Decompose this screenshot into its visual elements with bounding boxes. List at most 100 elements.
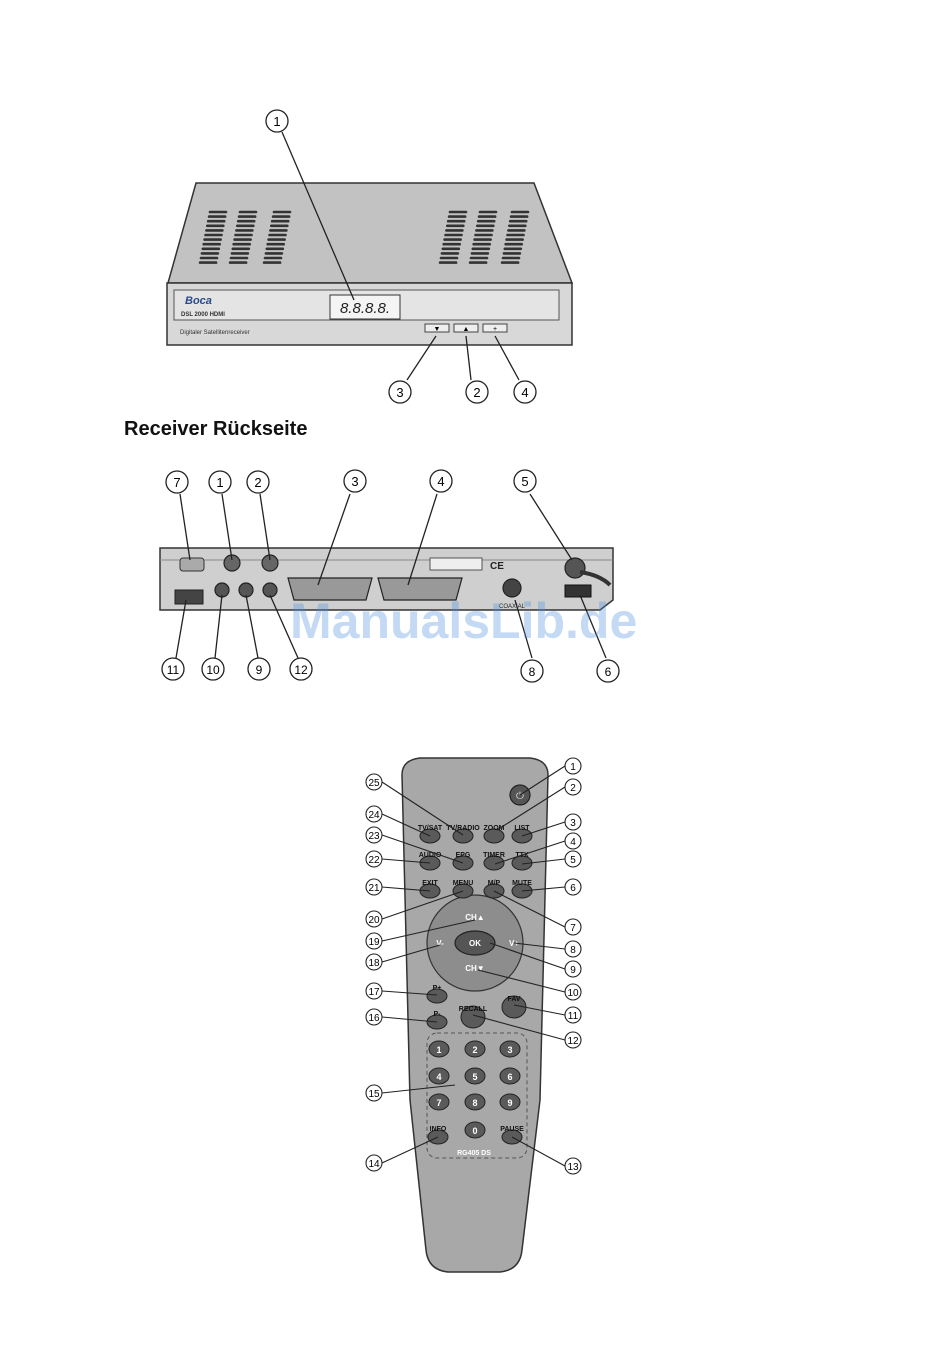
- callout-remote-right-10: 10: [567, 988, 579, 999]
- scart-tv: [287, 577, 373, 601]
- callout-remote-left-5: 21: [368, 883, 380, 894]
- power-icon: ⏻: [516, 791, 524, 802]
- digit-button-3[interactable]: [499, 1040, 521, 1058]
- coaxial-label: COAXIAL: [499, 604, 526, 610]
- receiver-top-surface: [167, 182, 574, 284]
- ok-button[interactable]: [454, 930, 496, 956]
- callout-remote-left-8: 18: [368, 958, 380, 969]
- digit-label-1: 1: [436, 1045, 441, 1055]
- callout-rear-bottom-6: 6: [605, 665, 612, 679]
- lnb-in-connector: [223, 554, 241, 572]
- front-display-digits: 8.8.8.8.: [340, 300, 390, 317]
- callout-front-4: 4: [521, 385, 528, 400]
- v-minus-label: V-: [436, 939, 444, 948]
- rca-video: [214, 582, 230, 598]
- remote-button-timer[interactable]: [483, 855, 505, 871]
- ventilation-slots: [198, 210, 530, 264]
- remote-label-p-plus: P+: [433, 985, 442, 992]
- ch-down-label: CH▼: [465, 964, 484, 973]
- callout-rear-bottom-5: 8: [529, 665, 536, 679]
- callout-remote-right-1: 1: [570, 762, 576, 773]
- callout-rear-bottom-1: 11: [167, 663, 180, 677]
- digit-label-7: 7: [436, 1098, 441, 1108]
- usb-port: [174, 589, 204, 605]
- digit-label-0: 0: [472, 1126, 477, 1136]
- remote-button-tvradio[interactable]: [452, 828, 474, 844]
- front-display: [329, 294, 401, 320]
- rear-leader-lines: [175, 493, 607, 659]
- callout-remote-right-4: 4: [570, 837, 576, 848]
- callout-remote-right-5: 5: [570, 855, 576, 866]
- callout-rear-top-6: 5: [521, 474, 528, 489]
- remote-button-recall[interactable]: [460, 1005, 486, 1029]
- remote-label-p-minus: P-: [434, 1011, 442, 1018]
- remote-label-fav: FAV: [507, 996, 520, 1003]
- digit-button-4[interactable]: [428, 1067, 450, 1085]
- caution-label: [429, 557, 483, 571]
- remote-button-p-plus[interactable]: [426, 988, 448, 1004]
- front-buttons: ▼ ▲ +: [424, 323, 508, 333]
- remote-label-menu: MENU: [453, 880, 474, 887]
- channel-down-symbol: ▼: [434, 326, 441, 333]
- digit-label-8: 8: [472, 1098, 477, 1108]
- rs232-port: [179, 557, 205, 572]
- digit-button-6[interactable]: [499, 1067, 521, 1085]
- callout-remote-left-4: 22: [368, 855, 380, 866]
- callout-rear-bottom-3: 9: [256, 663, 263, 677]
- remote-label-timer: TIMER: [483, 852, 505, 859]
- subtitle-label: Digitaler Satellitenreceiver: [180, 330, 250, 336]
- callout-remote-right-13: 13: [567, 1162, 579, 1173]
- rca-audio-right: [262, 582, 278, 598]
- callout-remote-right-8: 8: [570, 945, 576, 956]
- remote-label-mute: MUTE: [512, 880, 532, 887]
- digit-button-0[interactable]: [464, 1121, 486, 1139]
- numeric-pad-frame: [426, 1032, 528, 1159]
- callout-rear-bottom-2: 10: [206, 663, 220, 677]
- digit-label-3: 3: [507, 1045, 512, 1055]
- ok-label: OK: [469, 939, 481, 948]
- remote-label-list: LIST: [514, 825, 530, 832]
- remote-label-mp: M/P: [488, 880, 501, 887]
- rca-audio-left: [238, 582, 254, 598]
- remote-label-pause: PAUSE: [500, 1126, 524, 1133]
- ce-mark: CE: [490, 561, 504, 572]
- callout-rear-bottom-4: 12: [294, 663, 308, 677]
- callout-rear-top-5: 4: [437, 474, 444, 489]
- remote-label-zoom: ZOOM: [484, 825, 505, 832]
- power-cable-socket: [564, 557, 586, 579]
- digit-button-5[interactable]: [464, 1067, 486, 1085]
- model-label: DSL 2000 HDMI: [181, 312, 225, 318]
- callout-remote-left-3: 23: [368, 831, 380, 842]
- coaxial-connector: [502, 578, 522, 598]
- remote-button-zoom[interactable]: [483, 828, 505, 844]
- remote-label-exit: EXIT: [422, 880, 438, 887]
- digit-label-6: 6: [507, 1072, 512, 1082]
- digit-button-2[interactable]: [464, 1040, 486, 1058]
- power-switch: [564, 584, 592, 598]
- remote-callouts: 1234567891011121325242322212019181716151…: [365, 757, 582, 1175]
- digit-label-2: 2: [472, 1045, 477, 1055]
- callout-rear-top-1: 7: [173, 475, 180, 490]
- digit-button-9[interactable]: [499, 1093, 521, 1111]
- callout-remote-left-7: 19: [368, 937, 380, 948]
- digit-button-7[interactable]: [428, 1093, 450, 1111]
- callout-remote-left-10: 16: [368, 1013, 380, 1024]
- remote-model-label: RG405 DS: [457, 1150, 491, 1157]
- digit-button-1[interactable]: [428, 1040, 450, 1058]
- scart-vcr: [377, 577, 463, 601]
- callout-remote-right-3: 3: [570, 818, 576, 829]
- callout-remote-right-2: 2: [570, 783, 576, 794]
- channel-up-symbol: ▲: [463, 326, 470, 333]
- brand-logo: Boca: [185, 295, 212, 307]
- callout-remote-right-7: 7: [570, 923, 576, 934]
- digit-label-9: 9: [507, 1098, 512, 1108]
- callout-remote-left-6: 20: [368, 915, 380, 926]
- plus-symbol: +: [493, 326, 497, 333]
- callout-rear-top-4: 3: [351, 474, 358, 489]
- remote-label-tvradio: TV/RADIO: [446, 825, 480, 832]
- section-heading-rear: Receiver Rückseite: [124, 418, 308, 440]
- digit-button-8[interactable]: [464, 1093, 486, 1111]
- callout-front-1: 1: [273, 114, 280, 129]
- channel-down-button: [424, 323, 450, 333]
